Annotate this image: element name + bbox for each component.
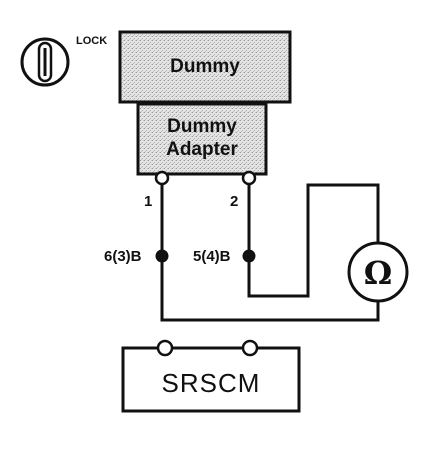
terminal-5-4b bbox=[242, 249, 256, 263]
srscm-terminal-left bbox=[156, 339, 174, 357]
terminal-6-3b-label: 6(3)B bbox=[104, 248, 142, 265]
ohm-symbol: Ω bbox=[364, 254, 392, 292]
ignition-switch-icon bbox=[20, 37, 70, 87]
dummy-adapter-label-line2: Adapter bbox=[166, 139, 238, 160]
pin-1-label: 1 bbox=[144, 193, 152, 210]
srscm-terminal-right bbox=[241, 339, 259, 357]
srscm-label: SRSCM bbox=[162, 368, 261, 398]
lock-label: LOCK bbox=[76, 35, 107, 47]
wire-pin2 bbox=[247, 179, 380, 298]
dummy-adapter-label-line1: Dummy bbox=[167, 116, 237, 137]
terminal-6-3b bbox=[155, 249, 169, 263]
adapter-terminal-1 bbox=[154, 170, 170, 186]
ohmmeter-icon: Ω bbox=[347, 241, 409, 303]
dummy-block: Dummy bbox=[118, 30, 292, 104]
pin-2-label: 2 bbox=[230, 193, 238, 210]
srscm-block: SRSCM bbox=[121, 339, 301, 413]
dummy-adapter-block: Dummy Adapter bbox=[136, 102, 268, 176]
adapter-terminal-2 bbox=[241, 170, 257, 186]
terminal-5-4b-label: 5(4)B bbox=[193, 248, 231, 265]
dummy-label: Dummy bbox=[170, 56, 240, 77]
